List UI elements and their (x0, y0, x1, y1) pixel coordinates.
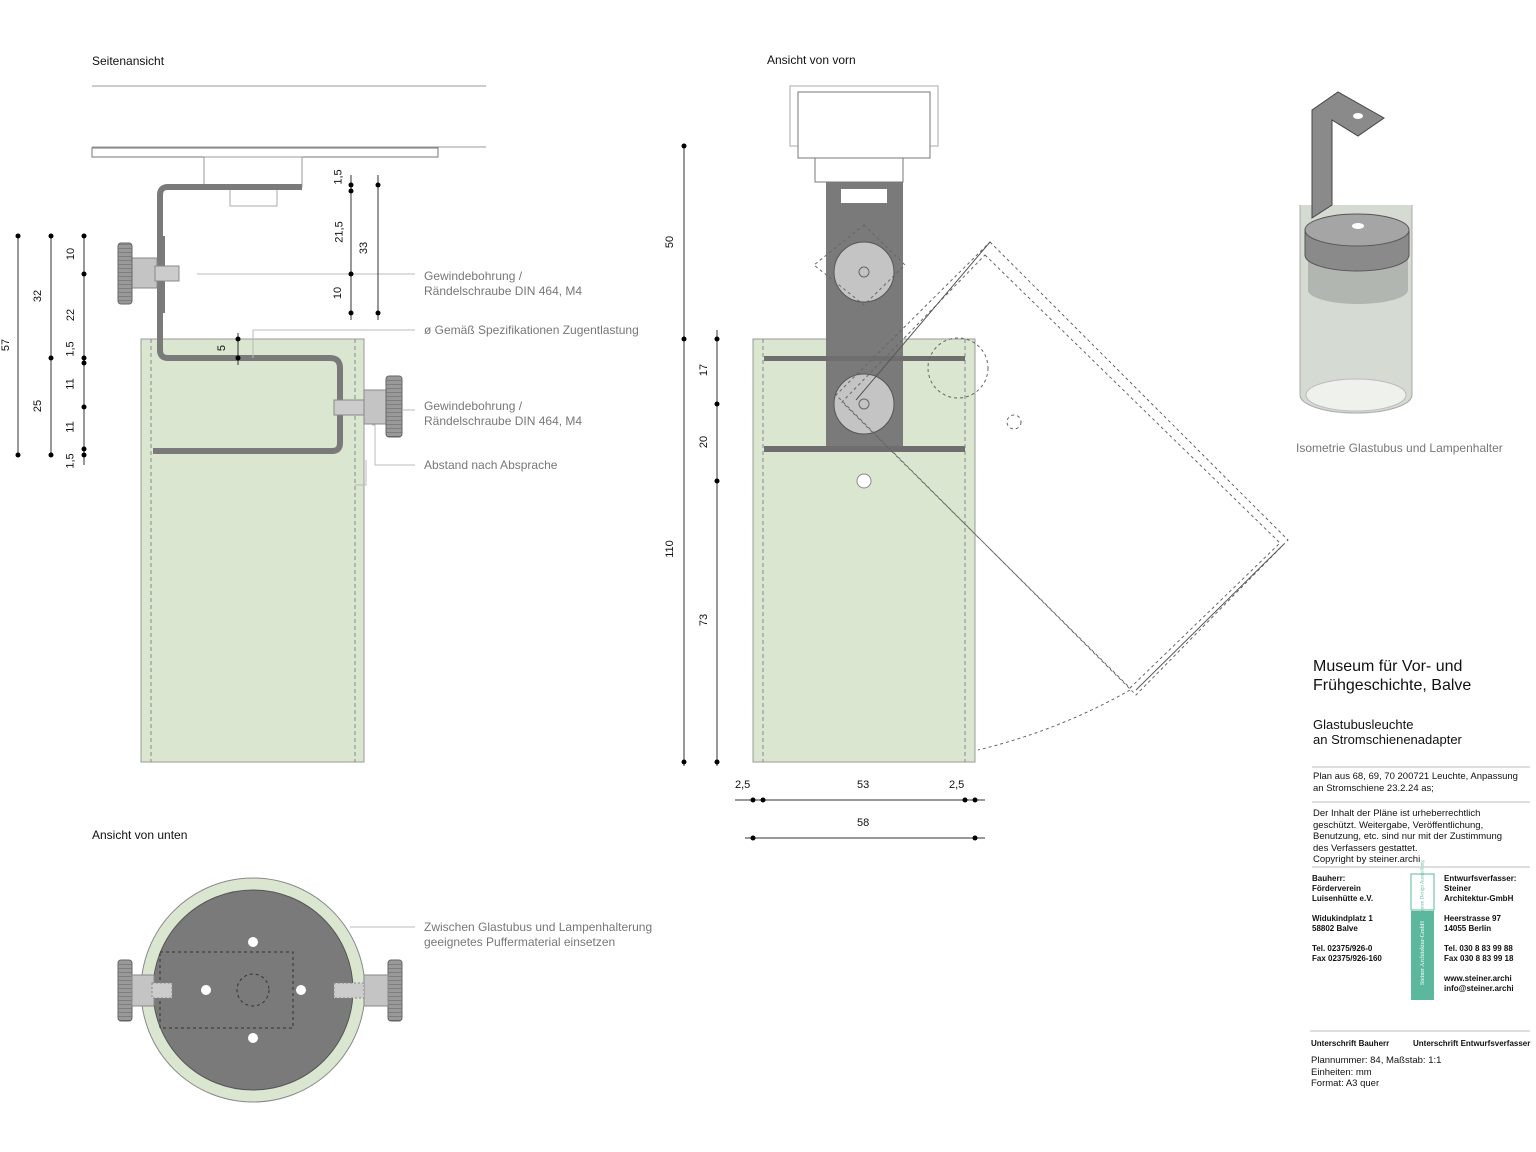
annotation-distance: Abstand nach Absprache (424, 458, 558, 472)
tilted-tube-outline (813, 224, 1289, 751)
dim-20: 20 (698, 435, 711, 449)
dim-10b: 10 (332, 286, 345, 300)
annotation-thread-top: Gewindebohrung /Rändelschraube DIN 464, … (424, 269, 583, 298)
dim-1-5c: 1,5 (332, 169, 345, 185)
iso-caption: Isometrie Glastubus und Lampenhalter (1296, 441, 1503, 455)
annotation-strain-relief: ø Gemäß Spezifikationen Zugentlastung (424, 323, 639, 337)
signature-client-label: Unterschrift Bauherr (1311, 1039, 1390, 1048)
knurled-screw-left (117, 242, 133, 305)
bottom-view-title: Ansicht von unten (92, 828, 188, 842)
front-view (681, 85, 1289, 841)
dim-2-5-right: 2,5 (949, 779, 965, 791)
knurled-screw-right (385, 375, 403, 438)
dim-33: 33 (358, 241, 371, 255)
architect-logo (1410, 873, 1435, 1000)
signature-architect-label: Unterschrift Entwurfsverfasser (1413, 1039, 1531, 1048)
dim-11a: 11 (64, 378, 77, 390)
dim-57: 57 (0, 338, 13, 352)
bottom-view (117, 877, 415, 1103)
side-view-title: Seitenansicht (92, 54, 165, 68)
dim-22: 22 (65, 308, 78, 322)
dim-110: 110 (663, 540, 676, 558)
glass-tube-side (140, 338, 365, 763)
dim-5: 5 (216, 344, 229, 352)
dim-58: 58 (857, 817, 870, 829)
dim-11b: 11 (64, 421, 77, 433)
annotation-thread-bottom: Gewindebohrung /Rändelschraube DIN 464, … (424, 399, 583, 428)
isometric-view (1299, 91, 1413, 414)
dim-50: 50 (664, 235, 677, 249)
dim-1-5a: 1,5 (64, 341, 77, 357)
dim-10a: 10 (65, 247, 78, 261)
plan-note: Plan aus 68, 69, 70 200721 Leuchte, Anpa… (1313, 771, 1518, 794)
dim-73: 73 (698, 613, 711, 627)
knob-face-bottom (833, 373, 895, 435)
bracket-side (153, 184, 343, 454)
dim-21-5: 21,5 (333, 221, 346, 243)
dim-2-5-left: 2,5 (735, 779, 751, 791)
dim-17: 17 (698, 363, 711, 377)
dim-1-5b: 1,5 (64, 453, 77, 469)
copyright-note: Der Inhalt der Pläne ist urheberrechtlic… (1313, 808, 1503, 865)
dim-32: 32 (32, 289, 45, 303)
dim-53: 53 (857, 779, 870, 791)
dim-25: 25 (32, 399, 45, 413)
logo-text-bottom: Steiner Architektur-GmbH (1420, 920, 1426, 986)
front-view-title: Ansicht von vorn (767, 53, 856, 67)
side-view (15, 85, 486, 763)
knob-face-top (833, 241, 895, 303)
